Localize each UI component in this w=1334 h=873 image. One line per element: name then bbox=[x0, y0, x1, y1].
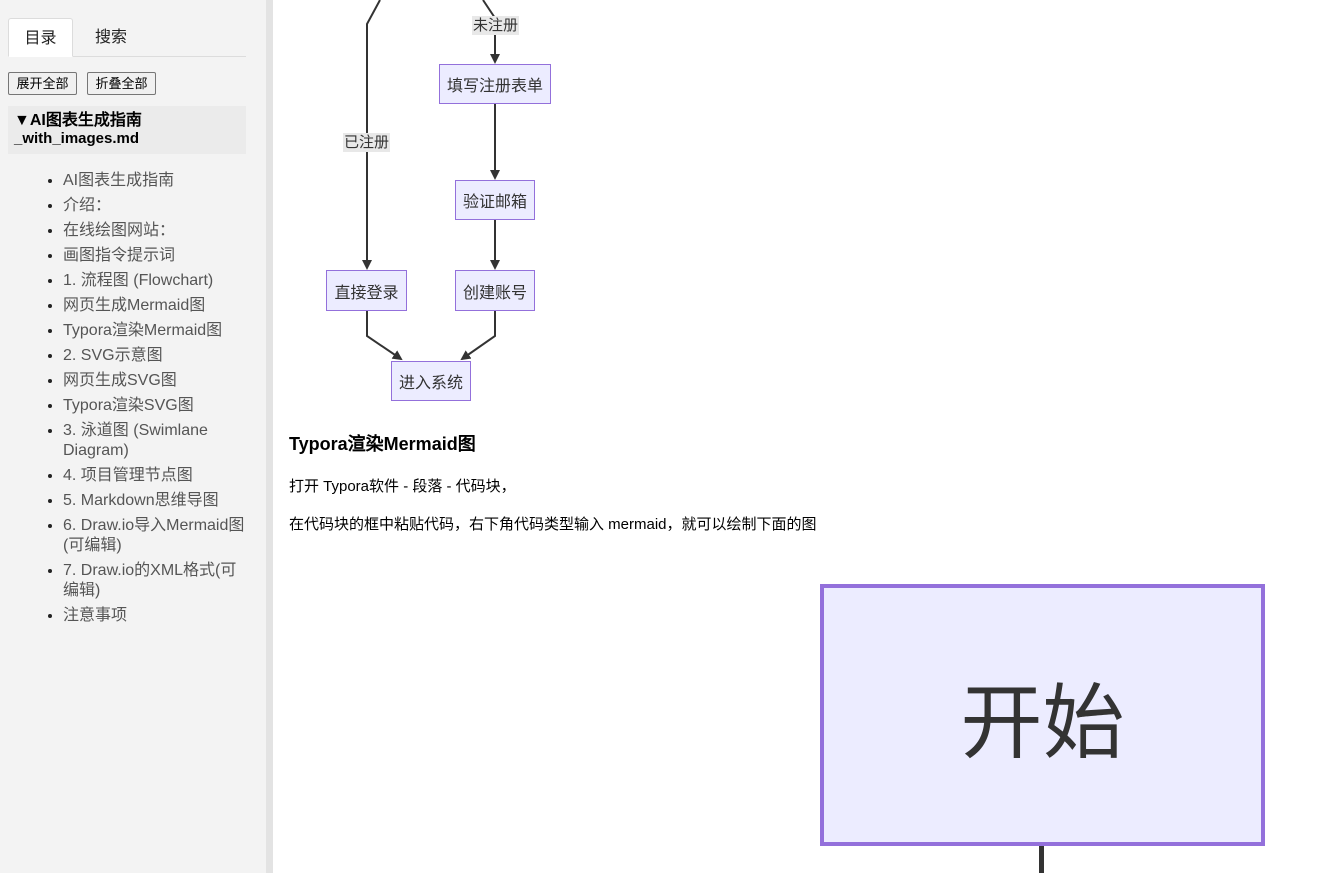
editor-content: 未注册 已注册 填写注册表单 验证邮箱 创建账号 直接登录 进入系统 Typor… bbox=[273, 0, 1334, 873]
edge-label-registered: 已注册 bbox=[343, 133, 391, 152]
flowchart-edges bbox=[362, 0, 500, 361]
toc-item[interactable]: Typora渲染SVG图 bbox=[63, 396, 246, 416]
sidebar-splitter[interactable] bbox=[266, 0, 273, 873]
toc-item[interactable]: 画图指令提示词 bbox=[63, 246, 246, 266]
toc-item[interactable]: 网页生成Mermaid图 bbox=[63, 296, 246, 316]
toc-item[interactable]: 注意事项 bbox=[63, 606, 246, 626]
file-title[interactable]: ▼AI图表生成指南 _with_images.md bbox=[8, 106, 246, 154]
sidebar: 目录 搜索 展开全部 折叠全部 ▼AI图表生成指南 _with_images.m… bbox=[0, 0, 266, 873]
edge-create-to-system bbox=[460, 311, 496, 361]
paragraph-1: 打开 Typora软件 - 段落 - 代码块， bbox=[289, 478, 516, 495]
toc-item[interactable]: 5. Markdown思维导图 bbox=[63, 491, 246, 511]
edge-start-down bbox=[1039, 846, 1044, 873]
toc-item[interactable]: 1. 流程图 (Flowchart) bbox=[63, 271, 246, 291]
toc-item[interactable]: 7. Draw.io的XML格式(可编辑) bbox=[63, 561, 246, 601]
node-start: 开始 bbox=[820, 584, 1265, 846]
toc-item[interactable]: 3. 泳道图 (Swimlane Diagram) bbox=[63, 421, 246, 461]
toc-item[interactable]: 4. 项目管理节点图 bbox=[63, 466, 246, 486]
toc-item[interactable]: AI图表生成指南 bbox=[63, 171, 246, 191]
toc-item[interactable]: 2. SVG示意图 bbox=[63, 346, 246, 366]
node-direct-login: 直接登录 bbox=[326, 270, 407, 311]
tab-toc[interactable]: 目录 bbox=[8, 18, 73, 57]
tab-search[interactable]: 搜索 bbox=[94, 29, 127, 46]
toc-item[interactable]: 在线绘图网站： bbox=[63, 221, 246, 241]
section-heading: Typora渲染Mermaid图 bbox=[289, 434, 476, 454]
expand-all-button[interactable]: 展开全部 bbox=[8, 72, 77, 95]
file-title-ext: _with_images.md bbox=[14, 130, 140, 147]
sidebar-tabs: 目录 搜索 bbox=[8, 18, 246, 57]
node-enter-system: 进入系统 bbox=[391, 361, 471, 401]
edge-label-unregistered: 未注册 bbox=[472, 16, 520, 35]
toc-item[interactable]: 网页生成SVG图 bbox=[63, 371, 246, 391]
node-create-account: 创建账号 bbox=[455, 270, 535, 311]
toc-item[interactable]: 介绍： bbox=[63, 196, 246, 216]
paragraph-2: 在代码块的框中粘贴代码，右下角代码类型输入 mermaid，就可以绘制下面的图 bbox=[289, 516, 817, 533]
collapse-all-button[interactable]: 折叠全部 bbox=[87, 72, 156, 95]
edge-registered bbox=[362, 0, 381, 270]
node-fill-form: 填写注册表单 bbox=[439, 64, 551, 104]
node-verify-email: 验证邮箱 bbox=[455, 180, 535, 220]
toc-list: AI图表生成指南 介绍： 在线绘图网站： 画图指令提示词 1. 流程图 (Flo… bbox=[0, 171, 246, 631]
toc-item[interactable]: Typora渲染Mermaid图 bbox=[63, 321, 246, 341]
toc-item[interactable]: 6. Draw.io导入Mermaid图(可编辑) bbox=[63, 516, 246, 556]
file-title-name: ▼AI图表生成指南 bbox=[14, 112, 142, 129]
edge-login-to-system bbox=[366, 311, 403, 361]
